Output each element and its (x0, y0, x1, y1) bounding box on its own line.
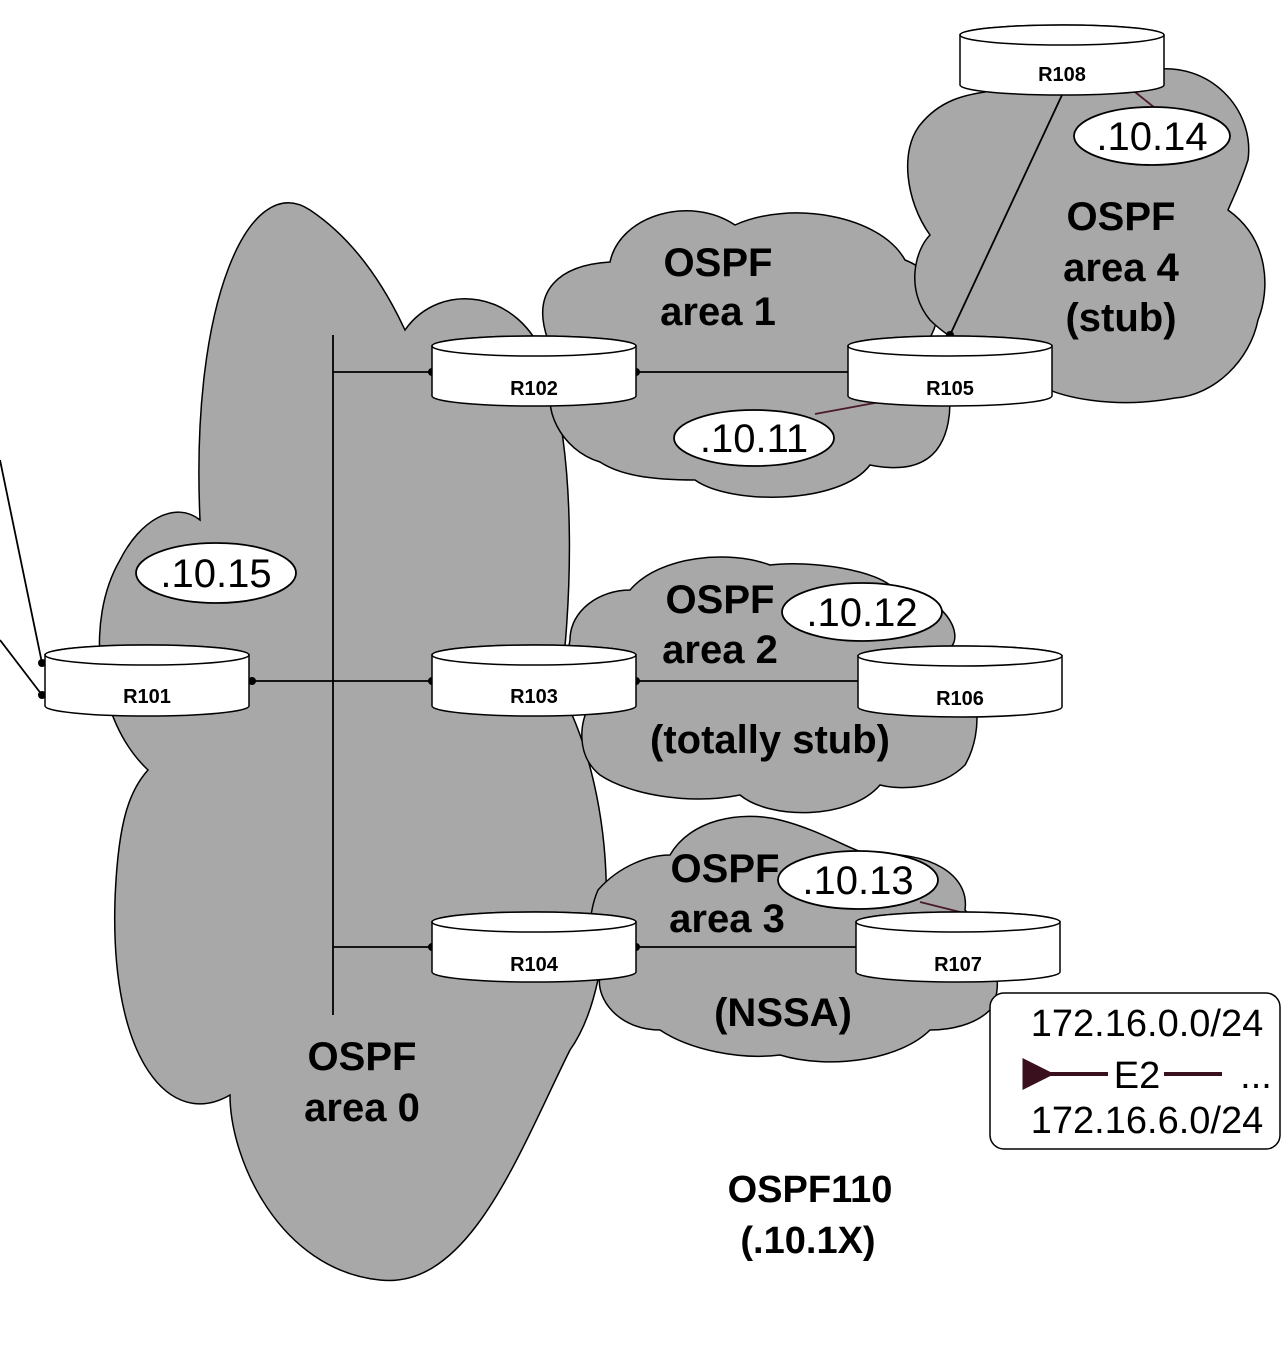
router-r105: R105 (847, 335, 1053, 407)
network-oval-n12: .10.12 (781, 582, 943, 642)
svg-text:OSPF: OSPF (666, 578, 775, 622)
svg-text:OSPF110: OSPF110 (728, 1169, 893, 1211)
area0-label: OSPF area 0 (304, 1035, 420, 1130)
area0-cloud (98, 202, 607, 1282)
svg-text:area 1: area 1 (660, 290, 776, 334)
svg-text:(totally stub): (totally stub) (650, 718, 890, 762)
area1-cloud (538, 210, 951, 498)
process-label: OSPF110 (.10.1X) (728, 1169, 893, 1262)
network-oval-n14: .10.14 (1073, 106, 1231, 166)
network-n13-label: .10.13 (802, 859, 913, 903)
network-oval-n15: .10.15 (135, 542, 297, 604)
area1-label: OSPF area 1 (660, 241, 776, 334)
leader-n14 (1134, 91, 1156, 109)
svg-text:OSPF: OSPF (1067, 195, 1176, 239)
network-n14-label: .10.14 (1096, 115, 1207, 159)
svg-text:(NSSA): (NSSA) (714, 991, 852, 1035)
router-r104: R104 (431, 911, 637, 983)
dot-r101-right (248, 677, 256, 685)
network-n12-label: .10.12 (806, 591, 917, 635)
router-r106: R106 (857, 645, 1063, 718)
external-last-prefix: 172.16.6.0/24 (1031, 1100, 1263, 1142)
svg-text:area 3: area 3 (669, 897, 785, 941)
svg-text:area 4: area 4 (1063, 246, 1179, 290)
router-r107: R107 (855, 911, 1061, 983)
router-r107-label: R107 (934, 954, 982, 976)
area2-label: OSPF area 2 (totally stub) (650, 578, 890, 762)
left-link-upper (0, 459, 43, 664)
leader-n13 (919, 901, 961, 913)
svg-text:(stub): (stub) (1065, 296, 1176, 340)
external-ellipsis: ... (1240, 1055, 1272, 1097)
link-r105-r108 (949, 94, 1063, 336)
external-routes-box: 172.16.0.0/24 E2 ... 172.16.6.0/24 (989, 992, 1281, 1150)
router-r102: R102 (431, 335, 637, 407)
network-oval-n11: .10.11 (673, 409, 835, 467)
area4-label: OSPF area 4 (stub) (1063, 195, 1179, 340)
router-r101-label: R101 (123, 686, 171, 708)
dot-r101-left-lower (38, 691, 46, 699)
network-oval-n13: .10.13 (777, 850, 939, 910)
router-r103: R103 (431, 644, 637, 717)
external-first-prefix: 172.16.0.0/24 (1031, 1003, 1263, 1045)
network-n15-label: .10.15 (160, 552, 271, 596)
svg-text:OSPF: OSPF (664, 241, 773, 285)
router-r108: R108 (959, 24, 1165, 96)
router-r106-label: R106 (936, 688, 984, 710)
dot-r101-left-upper (38, 659, 46, 667)
router-r104-label: R104 (510, 954, 559, 976)
area3-label: OSPF area 3 (NSSA) (669, 847, 852, 1035)
svg-text:area 2: area 2 (662, 628, 778, 672)
svg-text:OSPF: OSPF (671, 847, 780, 891)
left-link-lower (0, 639, 43, 696)
router-r101: R101 (44, 644, 250, 717)
router-r108-label: R108 (1038, 64, 1086, 86)
router-r105-label: R105 (926, 378, 974, 400)
router-r103-label: R103 (510, 686, 558, 708)
router-r102-label: R102 (510, 378, 558, 400)
network-n11-label: .10.11 (700, 417, 808, 461)
external-route-type: E2 (1114, 1055, 1160, 1097)
svg-text:OSPF: OSPF (308, 1035, 417, 1079)
svg-text:area 0: area 0 (304, 1086, 420, 1130)
svg-text:(.10.1X): (.10.1X) (740, 1220, 875, 1262)
leader-n11 (814, 401, 881, 415)
